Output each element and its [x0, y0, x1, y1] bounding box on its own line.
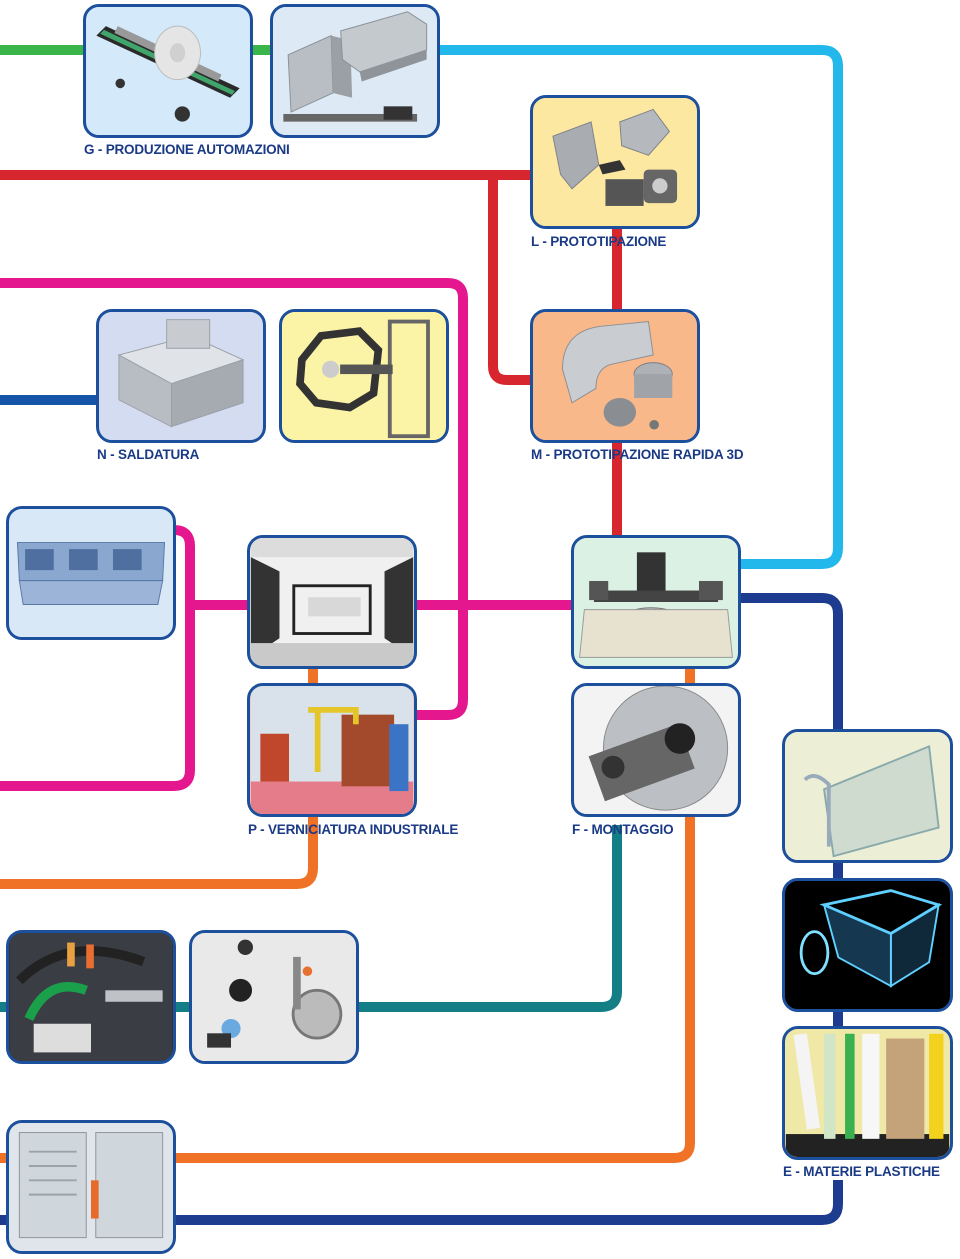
label-prototipazione-rapida: M - PROTOTIPAZIONE RAPIDA 3D [531, 447, 744, 462]
label-saldatura: N - SALDATURA [97, 447, 200, 462]
label-verniciatura: P - VERNICIATURA INDUSTRIALE [248, 822, 459, 837]
label-materie-plastiche: E - MATERIE PLASTICHE [783, 1164, 940, 1179]
magenta-line-mid [0, 525, 195, 791]
mechanical-components-image [189, 930, 359, 1064]
welding-robot-image [279, 309, 449, 443]
paint-booth-image [247, 535, 417, 669]
saldatura-box-image [96, 309, 266, 443]
machine-guard-image [6, 1120, 176, 1254]
prototipazione-rapida-image [530, 309, 700, 443]
assembly-machine-image [571, 535, 741, 669]
magenta-line-top [0, 278, 468, 720]
control-desk-image [6, 506, 176, 640]
navy-line-bottom [0, 1180, 843, 1225]
montaggio-image [571, 683, 741, 817]
orange-line-right [0, 815, 695, 1163]
plastic-components-image [6, 930, 176, 1064]
navy-line-right [738, 593, 843, 732]
red-branch [488, 175, 533, 385]
plastic-rods-image [782, 1026, 953, 1160]
teal-line [0, 825, 622, 1012]
label-prototipazione: L - PROTOTIPAZIONE [531, 234, 667, 249]
prototipazione-image [530, 95, 700, 229]
plastic-sheet-image [782, 729, 953, 863]
label-montaggio: F - MONTAGGIO [572, 822, 674, 837]
conveyor-image [83, 4, 253, 138]
orange-line-p [0, 815, 318, 889]
aluminum-profiles-image [270, 4, 440, 138]
painting-plant-image [247, 683, 417, 817]
label-produzione-automazioni: G - PRODUZIONE AUTOMAZIONI [84, 142, 290, 157]
cyan-line [436, 45, 843, 569]
plexiglass-hopper-image [782, 878, 953, 1012]
